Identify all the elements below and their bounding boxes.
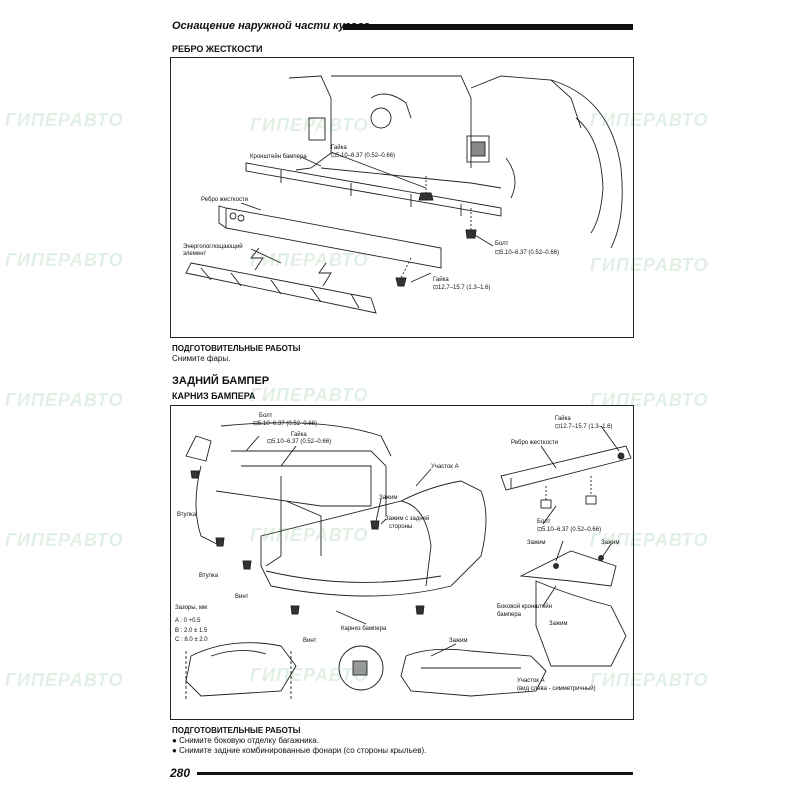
rear-bumper-diagram: Болт ⊡5.10–6.37 (0.52–0.66) Гайка ⊡5.10–… (170, 405, 634, 720)
section1-title: РЕБРО ЖЕСТКОСТИ (172, 44, 263, 54)
label-fascia: Карниз бампера (341, 626, 387, 632)
page-header-title: Оснащение наружной части кузова (172, 20, 370, 32)
prep-item-text: Снимите боковую отделку багажника. (179, 736, 319, 745)
label-bolt: Болт (259, 413, 273, 419)
watermark-logo: ГИПЕРАВТО (250, 250, 369, 270)
watermark-logo: ГИПЕРАВТО (250, 385, 369, 405)
header-rule (343, 24, 633, 30)
section2-prep-heading: ПОДГОТОВИТЕЛЬНЫЕ РАБОТЫ (172, 726, 301, 735)
section2-prep-item: ● Снимите задние комбинированные фонари … (172, 746, 427, 755)
watermark-logo: ГИПЕРАВТО (250, 115, 369, 135)
label-clip-right-3: Зажим (549, 621, 568, 627)
label-clip-right-2: Зажим (601, 540, 620, 546)
watermark-logo: ГИПЕРАВТО (590, 110, 709, 130)
label-nut: Гайка (291, 432, 307, 438)
label-clip-1: Зажим (379, 495, 398, 501)
label-absorber-line2: элемент (183, 251, 207, 257)
label-clip-right-1: Зажим (527, 540, 546, 546)
watermark-logo: ГИПЕРАВТО (590, 390, 709, 410)
label-section-a: Участок А (431, 464, 459, 470)
label-bolt-right-torque: ⊡5.10–6.37 (0.52–0.66) (537, 527, 602, 533)
watermark-logo: ГИПЕРАВТО (590, 670, 709, 690)
label-clip-2: Зажим (449, 638, 468, 644)
label-bolt-right: Болт (537, 519, 551, 525)
watermark-logo: ГИПЕРАВТО (5, 670, 124, 690)
label-bolt-torque: ⊡5.10–6.37 (0.52–0.66) (253, 421, 318, 427)
label-section-a-view-line1: Участок А (517, 678, 545, 684)
label-clip-rear-line2: стороны (389, 524, 413, 530)
section2-prep-item: ● Снимите боковую отделку багажника. (172, 736, 319, 745)
label-side-bracket-line2: бампера (497, 612, 522, 618)
label-bumper-bracket: Кронштейн бампера (250, 154, 307, 160)
label-nut-1: Гайка (331, 145, 347, 151)
watermark-logo: ГИПЕРАВТО (250, 525, 369, 545)
reinforcement-diagram: Кронштейн бампера Гайка ⊡5.10–6.37 (0.52… (170, 57, 634, 338)
label-gap-b: B : 2.0 ± 1.5 (175, 628, 208, 634)
watermark-logo: ГИПЕРАВТО (5, 110, 124, 130)
watermark-logo: ГИПЕРАВТО (5, 390, 124, 410)
label-bolt-torque: ⊡5.10–6.37 (0.52–0.66) (495, 250, 560, 256)
label-gaps-title: Зазоры, мм (175, 605, 208, 611)
label-section-a-view-line2: (вид слева - симметричный) (517, 686, 596, 692)
label-screw-2: Винт (303, 638, 317, 644)
watermark-logo: ГИПЕРАВТО (5, 250, 124, 270)
label-bolt: Болт (495, 241, 509, 247)
label-nut-2-torque: ⊡12.7–15.7 (1.3–1.6) (433, 285, 491, 291)
label-gap-a: A : 0 +0.5 (175, 618, 201, 624)
label-nut-1-torque: ⊡5.10–6.37 (0.52–0.66) (331, 153, 396, 159)
label-side-bracket-line1: Боковой кронштейн (497, 604, 552, 610)
reinforcement-drawing (185, 75, 623, 314)
label-reinforcement: Ребро жесткости (201, 197, 249, 203)
section1-prep-heading: ПОДГОТОВИТЕЛЬНЫЕ РАБОТЫ (172, 344, 301, 353)
label-clip-rear-line1: Зажим с задней (385, 516, 430, 522)
label-sleeve-2: Втулка (199, 573, 219, 579)
label-nut-right-torque: ⊡12.7–15.7 (1.3–1.6) (555, 424, 613, 430)
label-nut-right: Гайка (555, 416, 571, 422)
label-nut-torque: ⊡5.10–6.37 (0.52–0.66) (267, 439, 332, 445)
footer-rule (197, 772, 633, 775)
label-sleeve-1: Втулка (177, 512, 197, 518)
page-number: 280 (170, 766, 191, 780)
watermark-logo: ГИПЕРАВТО (590, 530, 709, 550)
label-gap-c: C : 8.0 ± 2.0 (175, 637, 208, 643)
watermark-logo: ГИПЕРАВТО (5, 530, 124, 550)
label-nut-2: Гайка (433, 277, 449, 283)
rear-bumper-drawing (185, 422, 632, 701)
label-screw-1: Винт (235, 594, 249, 600)
watermark-logo: ГИПЕРАВТО (590, 255, 709, 275)
section1-prep-text: Снимите фары. (172, 354, 231, 363)
prep-item-text: Снимите задние комбинированные фонари (с… (179, 746, 427, 755)
section2-subtitle: КАРНИЗ БАМПЕРА (172, 391, 256, 401)
watermark-logo: ГИПЕРАВТО (250, 665, 369, 685)
label-reinforcement-right: Ребро жесткости (511, 440, 559, 446)
label-absorber-line1: Энергопоглощающий (183, 244, 243, 250)
section2-title: ЗАДНИЙ БАМПЕР (172, 375, 270, 387)
